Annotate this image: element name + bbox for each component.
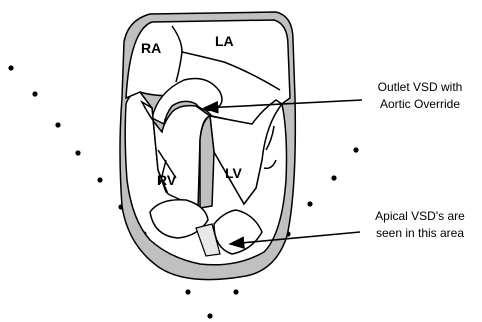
sector-dot xyxy=(8,65,13,70)
sector-dot xyxy=(185,289,190,294)
label-lv: LV xyxy=(225,165,243,181)
outlet-vsd-annotation: Outlet VSD with Aortic Override xyxy=(356,79,482,113)
apical-vsd-annotation-line2: seen in this area xyxy=(350,225,482,242)
sector-dot xyxy=(55,122,60,127)
label-ra: RA xyxy=(141,40,161,56)
interventricular-septum xyxy=(200,116,214,208)
sector-dot xyxy=(32,91,37,96)
apical-vsd-annotation: Apical VSD's are seen in this area xyxy=(350,208,482,242)
sector-dot xyxy=(75,150,80,155)
sector-dot xyxy=(233,289,238,294)
label-rv: RV xyxy=(157,172,177,188)
label-la: LA xyxy=(215,33,234,49)
sector-dot xyxy=(97,177,102,182)
apical-vsd-annotation-line1: Apical VSD's are xyxy=(350,208,482,225)
outlet-vsd-annotation-line2: Aortic Override xyxy=(356,96,482,113)
sector-dot xyxy=(331,175,336,180)
sector-dot xyxy=(353,147,358,152)
outlet-vsd-annotation-line1: Outlet VSD with xyxy=(356,79,482,96)
lv-apex-pocket xyxy=(214,210,262,254)
sector-dot xyxy=(207,313,212,318)
sector-dot xyxy=(307,201,312,206)
